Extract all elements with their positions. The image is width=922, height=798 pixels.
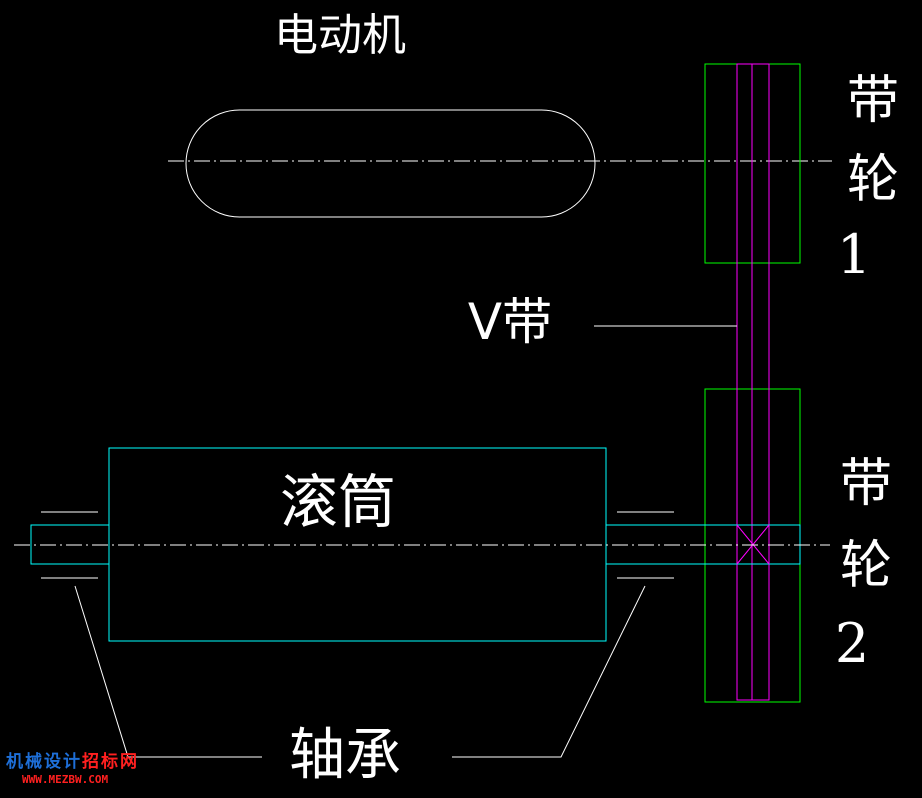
watermark-url: WWW.MEZBW.COM (22, 773, 108, 786)
bearing-right (617, 511, 674, 579)
pulley-2-label-char-1: 带 (840, 454, 892, 514)
watermark-char-5: 招 (82, 751, 99, 772)
bearing-leaders (74, 585, 646, 758)
watermark-char-1: 机 (6, 751, 23, 772)
pulley-1-label-number: 1 (837, 223, 871, 286)
bearing-leader-left (74, 585, 262, 758)
v-belt-outline (736, 63, 770, 701)
pulley-2-label-char-2: 轮 (840, 536, 892, 596)
v-belt-label: V带 (468, 293, 552, 351)
watermark-char-6: 标 (101, 751, 118, 772)
bearing-leader-right (452, 585, 646, 758)
v-belt (736, 63, 770, 701)
motor-body (185, 109, 596, 218)
watermark-char-2: 械 (25, 751, 42, 772)
watermark-char-7: 网 (120, 752, 137, 772)
watermark-char-4: 计 (63, 751, 80, 772)
watermark-char-3: 设 (44, 752, 61, 772)
pulley-1-label-char-1: 带 (847, 71, 899, 131)
shaft-left (30, 524, 110, 565)
drum-label: 滚筒 (280, 468, 396, 536)
motor (185, 109, 596, 218)
pulley-1-label-char-2: 轮 (847, 150, 899, 210)
watermark-logo: 机 械 设 计 招 标 网 WWW.MEZBW.COM (6, 751, 137, 786)
pulley-2-label-number: 2 (835, 612, 869, 675)
motor-label: 电动机 (274, 10, 406, 61)
bearing-left (41, 511, 98, 579)
bearing-label: 轴承 (289, 723, 401, 788)
